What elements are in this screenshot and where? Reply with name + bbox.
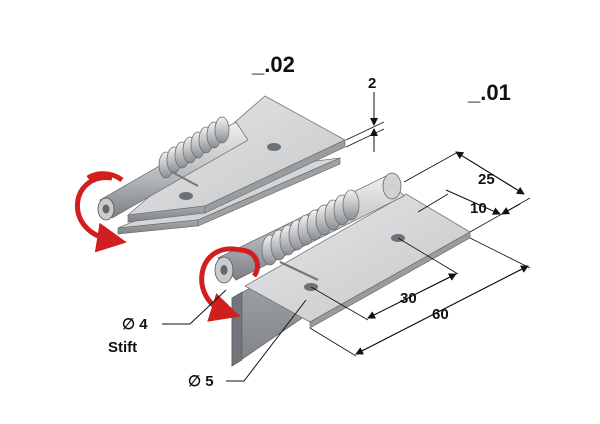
pin-diameter-label: ∅ 4	[122, 316, 148, 333]
dim-25: 25	[478, 171, 495, 188]
hinge-01	[199, 172, 471, 367]
hinge-02-knuckle	[97, 116, 249, 221]
hole-diameter-label: ∅ 5	[188, 373, 214, 390]
dim-thickness: 2	[368, 75, 376, 92]
dim-10: 10	[470, 200, 487, 217]
variant-label-01: _.01	[467, 80, 511, 105]
hinge-02-spring	[158, 116, 230, 179]
hinge-02-rotation-arrow	[74, 175, 127, 253]
hinge-01-knuckle	[214, 172, 405, 284]
dimension-lines	[162, 92, 531, 382]
hinge-01-rotation-arrow	[199, 246, 241, 322]
dim-30: 30	[400, 290, 417, 307]
hinge-02-hole	[267, 143, 281, 151]
variant-label-02: _.02	[251, 52, 295, 77]
hinge-02-hole	[179, 192, 193, 200]
dim-60: 60	[432, 306, 449, 323]
hinge-02	[74, 95, 346, 253]
hinge-01-spring	[261, 189, 360, 266]
pin-label: Stift	[108, 339, 137, 356]
